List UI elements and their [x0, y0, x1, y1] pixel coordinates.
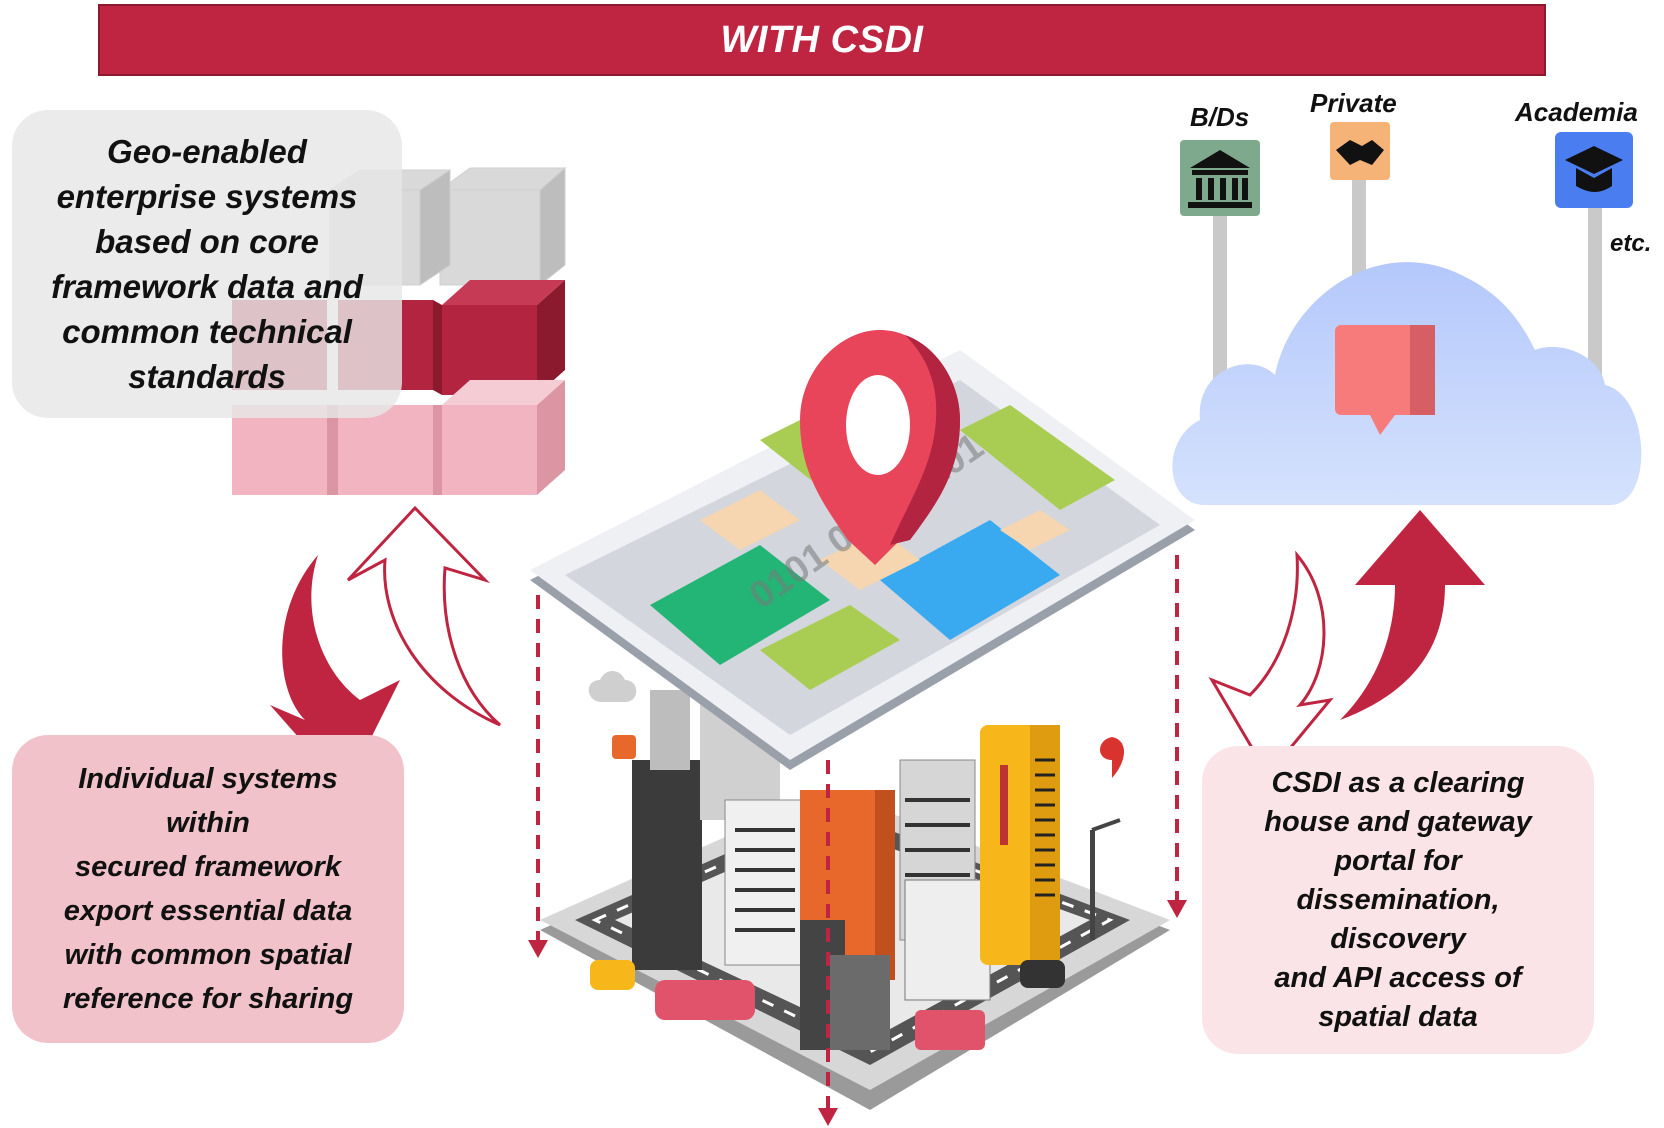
solid-up-arrow	[1340, 510, 1485, 720]
outline-up-arrow	[346, 505, 501, 727]
source-label-etc: etc.	[1610, 230, 1652, 257]
outline-down-arrow	[1208, 550, 1334, 778]
top-left-line-5: common technical	[62, 313, 352, 350]
top-left-line-1: Geo-enabled	[107, 133, 307, 170]
right-line-4: dissemination,	[1296, 883, 1500, 916]
solid-down-arrow	[270, 555, 400, 790]
top-left-line-6: standards	[128, 358, 286, 395]
source-label-bds: B/Ds	[1190, 102, 1250, 132]
banner: WITH CSDI	[98, 4, 1546, 76]
right-line-5: discovery	[1330, 922, 1466, 955]
bottom-left-line-1: Individual systems	[78, 763, 338, 795]
right-line-1: CSDI as a clearing	[1271, 766, 1525, 799]
graduation-cap-icon	[1555, 132, 1633, 208]
handshake-icon	[1330, 122, 1390, 180]
right-line-3: portal for	[1334, 844, 1462, 877]
bottom-left-line-2: within	[166, 807, 250, 839]
small-pin-icon	[1100, 737, 1124, 778]
bottom-left-line-5: with common spatial	[64, 939, 352, 971]
individual-systems-box: Individual systems within secured framew…	[12, 735, 404, 1043]
source-label-private: Private	[1310, 88, 1397, 118]
city-illustration	[540, 671, 1170, 1110]
bottom-left-line-4: export essential data	[63, 895, 353, 927]
top-left-line-3: based on core	[95, 223, 319, 260]
right-line-6: and API access of	[1274, 961, 1522, 994]
top-left-line-4: framework data and	[51, 268, 363, 305]
bottom-left-line-6: reference for sharing	[62, 983, 354, 1015]
source-label-academia: Academia	[1515, 97, 1638, 127]
enterprise-systems-box: Geo-enabled enterprise systems based on …	[12, 110, 402, 418]
banner-title: WITH CSDI	[720, 18, 924, 61]
csdi-gateway-box: CSDI as a clearing house and gateway por…	[1202, 746, 1594, 1054]
government-building-icon	[1180, 140, 1260, 216]
location-pin-icon	[800, 330, 960, 565]
right-line-2: house and gateway	[1264, 805, 1532, 838]
top-left-line-2: enterprise systems	[56, 178, 358, 215]
cloud-icon	[1172, 175, 1642, 505]
bottom-left-line-3: secured framework	[75, 851, 341, 883]
right-line-7: spatial data	[1318, 1000, 1478, 1033]
